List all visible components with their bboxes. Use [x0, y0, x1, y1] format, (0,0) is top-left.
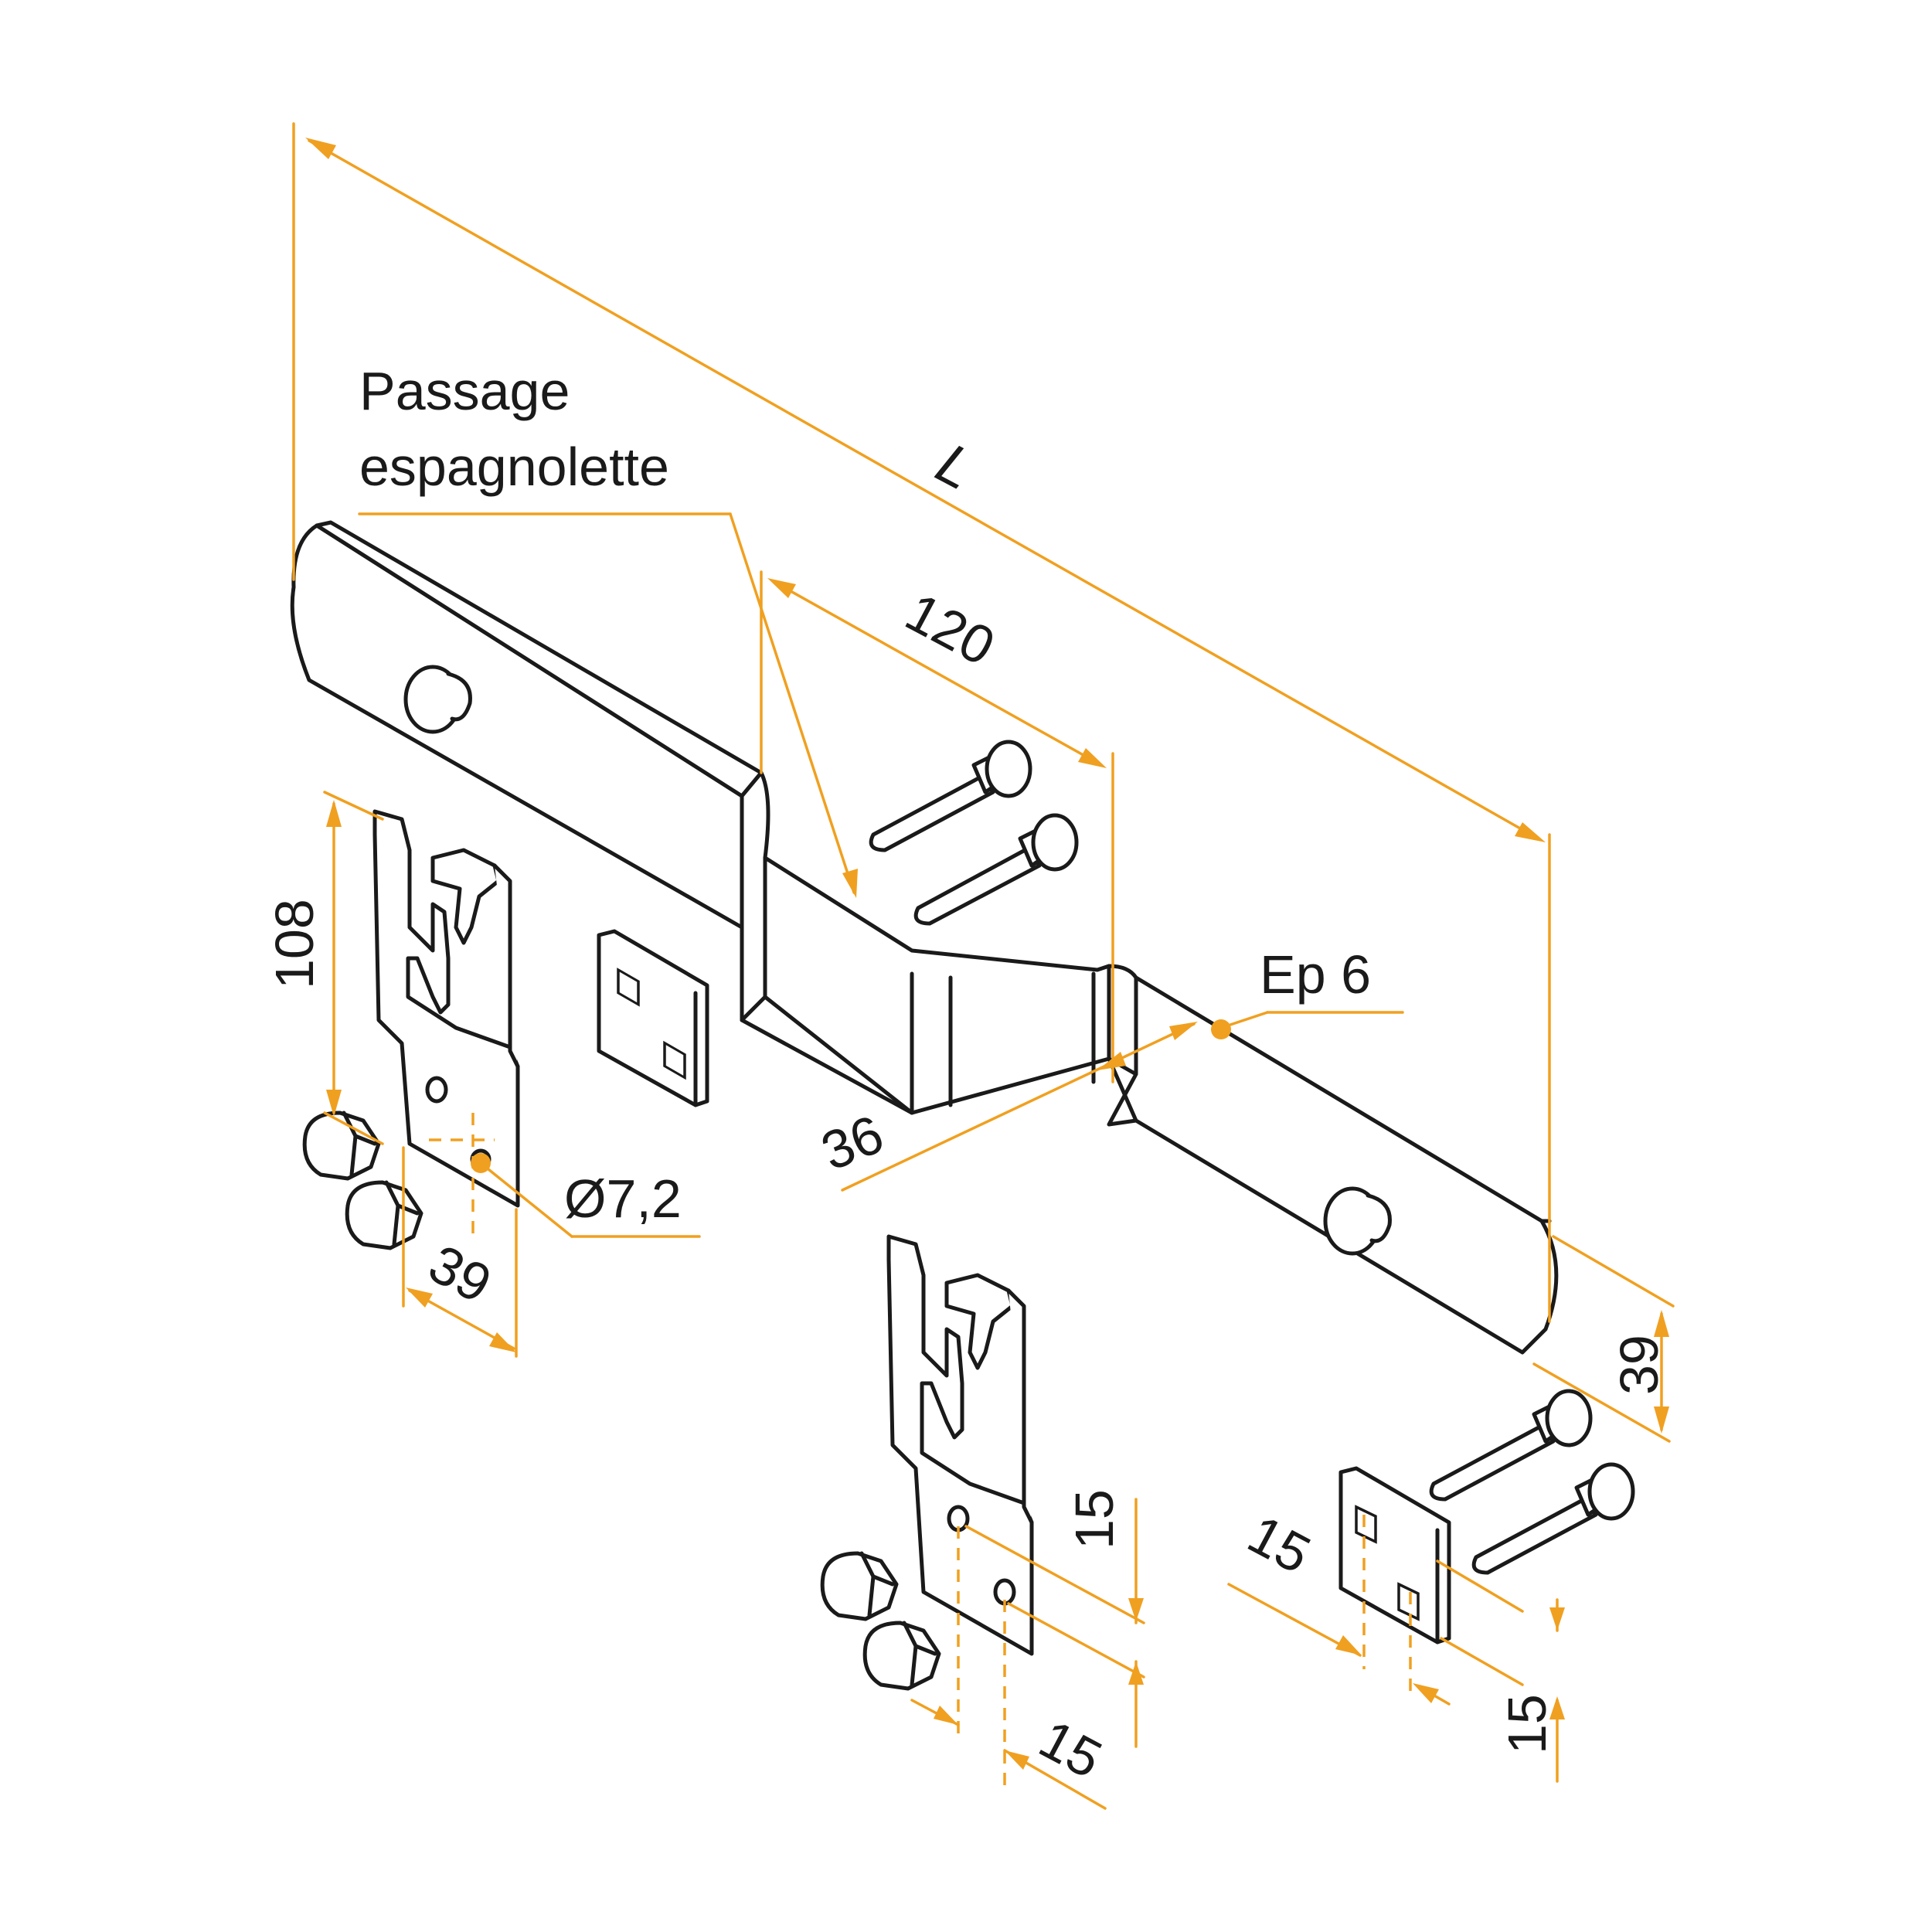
label-passage-line2: espagnolette — [359, 437, 669, 497]
label-hole-diameter: Ø7,2 — [564, 1168, 682, 1229]
label-passage-length: 120 — [896, 581, 1005, 677]
offset-bar — [290, 520, 1559, 1355]
square-plate-left — [597, 929, 709, 1107]
label-bracket-hole-horizontal: 15 — [1030, 1709, 1111, 1790]
bracket-right — [886, 1234, 1034, 1656]
label-offset-width: 36 — [813, 1104, 891, 1182]
dimension-lines — [292, 122, 1675, 1810]
label-passage-line1: Passage — [359, 361, 570, 421]
label-bracket-height: 108 — [264, 899, 325, 989]
label-bracket-hole-vertical: 15 — [1064, 1489, 1124, 1549]
label-plate-hole-horizontal: 15 — [1239, 1504, 1320, 1585]
bracket-left — [372, 809, 520, 1236]
label-thickness: Ep 6 — [1260, 944, 1371, 1005]
acorn-nuts-right — [820, 1551, 941, 1691]
label-bar-width: 39 — [1609, 1335, 1669, 1395]
label-plate-hole-vertical: 15 — [1497, 1694, 1557, 1754]
carriage-bolts-lower — [1429, 1389, 1635, 1575]
carriage-bolts-upper — [869, 740, 1079, 926]
square-plate-right — [1338, 1466, 1451, 1645]
label-overall-length: L — [927, 430, 985, 502]
